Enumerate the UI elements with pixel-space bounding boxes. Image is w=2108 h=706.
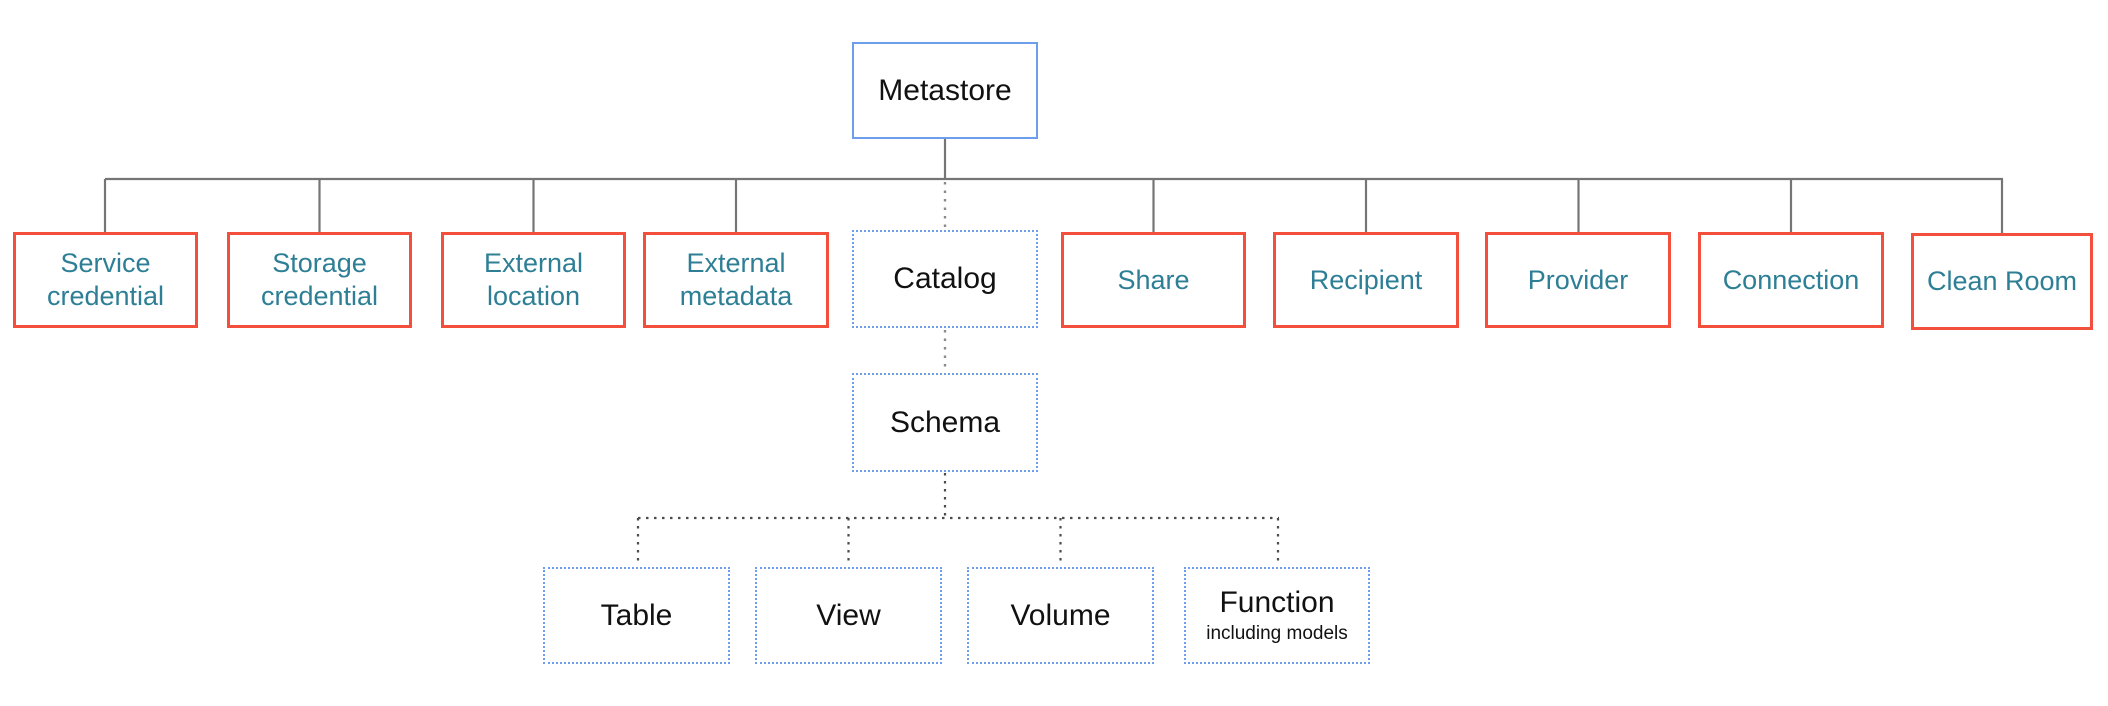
node-external-metadata: External metadata — [643, 232, 829, 328]
node-table-label: Table — [600, 598, 673, 632]
node-view: View — [755, 567, 942, 664]
node-metastore: Metastore — [852, 42, 1038, 139]
node-function-label: Function — [1219, 586, 1335, 619]
node-provider: Provider — [1485, 232, 1671, 328]
node-provider-label: Provider — [1527, 264, 1629, 295]
node-recipient: Recipient — [1273, 232, 1459, 328]
node-volume: Volume — [967, 567, 1154, 664]
node-table: Table — [543, 567, 730, 664]
node-storage-credential-label: Storage credential — [260, 248, 379, 311]
node-schema: Schema — [852, 373, 1038, 472]
node-function: Function including models — [1184, 567, 1370, 664]
node-volume-label: Volume — [1010, 598, 1111, 632]
node-service-credential-label: Service credential — [46, 248, 165, 311]
node-external-metadata-label: External metadata — [679, 248, 793, 311]
node-storage-credential: Storage credential — [227, 232, 412, 328]
node-view-label: View — [816, 598, 881, 632]
node-connection-label: Connection — [1722, 264, 1860, 295]
node-share: Share — [1061, 232, 1246, 328]
node-connection: Connection — [1698, 232, 1884, 328]
node-clean-room: Clean Room — [1911, 233, 2093, 330]
node-service-credential: Service credential — [13, 232, 198, 328]
node-share-label: Share — [1117, 264, 1190, 295]
node-external-location-label: External location — [483, 248, 584, 311]
node-recipient-label: Recipient — [1309, 264, 1423, 295]
node-external-location: External location — [441, 232, 626, 328]
node-metastore-label: Metastore — [878, 73, 1012, 107]
node-catalog-label: Catalog — [893, 262, 997, 295]
node-schema-label: Schema — [889, 405, 1001, 439]
node-function-sublabel: including models — [1206, 623, 1348, 644]
node-clean-room-label: Clean Room — [1926, 266, 2078, 297]
node-catalog: Catalog — [852, 230, 1038, 328]
